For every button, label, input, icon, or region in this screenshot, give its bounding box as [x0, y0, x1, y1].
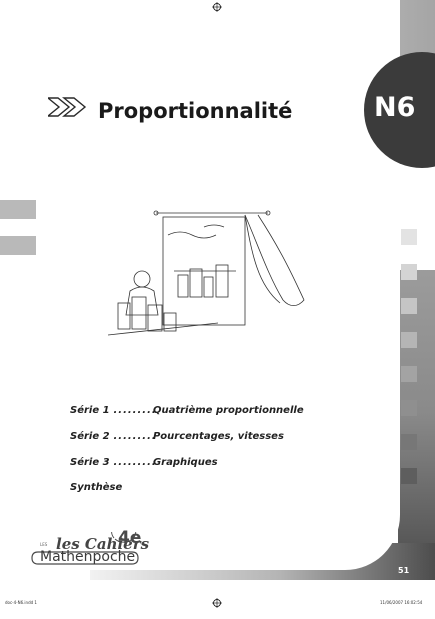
- logo-frame: [31, 532, 139, 565]
- double-chevron-icon: [48, 97, 87, 117]
- chapter-code: N6: [374, 92, 416, 123]
- decor-square: [401, 332, 417, 348]
- toc-dots: .........: [113, 457, 157, 468]
- toc-series: Synthèse: [70, 482, 123, 493]
- toc-topic: Pourcentages, vitesses: [152, 431, 284, 442]
- decor-square: [401, 400, 417, 416]
- page-number: 51: [398, 566, 410, 575]
- decor-square: [401, 434, 417, 450]
- registration-mark-icon: [212, 2, 222, 12]
- toc-entry: Série 1 ......... Quatrième proportionne…: [70, 405, 304, 416]
- decor-square: [401, 366, 417, 382]
- header-curve: [36, 150, 435, 270]
- logo-brand: Mathenpoche: [40, 549, 136, 565]
- left-tab: [0, 200, 36, 219]
- print-slug-left: doc-4-N6.indd 1: [5, 600, 37, 605]
- decor-square: [401, 229, 417, 245]
- logo-grade: 4e: [118, 528, 142, 548]
- decor-square: [401, 298, 417, 314]
- toc-entry: Série 3 ......... Graphiques: [70, 457, 218, 468]
- content-area-bg-bottom: [0, 0, 400, 546]
- toc-dots: .........: [113, 405, 157, 416]
- registration-mark-icon: [212, 598, 222, 608]
- left-tab: [0, 236, 36, 255]
- print-slug-right: 11/06/2007 16:02:54: [380, 600, 423, 605]
- toc-series: Série 3: [70, 457, 110, 468]
- toc-dots: .........: [113, 431, 157, 442]
- decor-square: [401, 264, 417, 280]
- toc-series: Série 2: [70, 431, 110, 442]
- toc-entry: Série 2 ......... Pourcentages, vitesses: [70, 431, 284, 442]
- toc-series: Série 1: [70, 405, 110, 416]
- toc-entry: Synthèse: [70, 482, 122, 493]
- toc-topic: Graphiques: [152, 457, 218, 468]
- logo-small-text: LES: [40, 542, 48, 547]
- logo-cahiers: les Cahiers: [56, 535, 150, 553]
- chapter-title: Proportionnalité: [98, 99, 293, 123]
- toc-topic: Quatrième proportionnelle: [152, 405, 304, 416]
- chapter-illustration: [108, 210, 305, 336]
- decor-square: [401, 468, 417, 484]
